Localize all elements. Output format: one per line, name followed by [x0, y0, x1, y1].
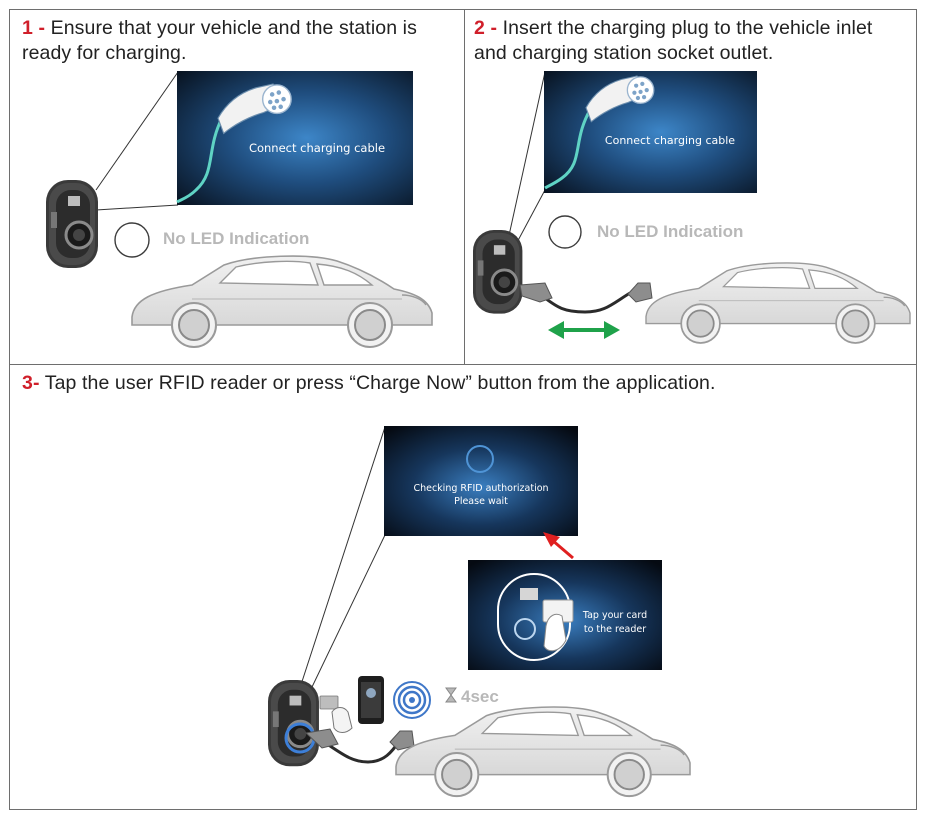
vehicle [395, 706, 691, 798]
led-indicator-icon [114, 222, 150, 258]
cable-icon [176, 117, 224, 204]
zoom-line [299, 534, 386, 713]
smartphone-icon [358, 676, 384, 724]
connect-screen-text: Connect charging cable [605, 134, 735, 147]
charging-station [266, 678, 321, 768]
step-2-text: Insert the charging plug to the vehicle … [474, 17, 873, 64]
charging-station [44, 178, 100, 270]
led-label: No LED Indication [163, 229, 309, 248]
tap-screen-line2: to the reader [584, 624, 646, 635]
step-2-illustration: Connect charging cable No LED Indication [471, 71, 911, 344]
checking-screen-title: Checking RFID authorization [413, 483, 548, 494]
hourglass-icon [445, 687, 457, 703]
connect-screen-text: Connect charging cable [249, 141, 385, 155]
plug-left [519, 282, 553, 303]
charging-station [471, 228, 524, 316]
insert-arrow-icon [548, 321, 620, 339]
zoom-line [95, 204, 179, 211]
plug-right [627, 282, 653, 303]
reader-socket-icon [514, 618, 536, 640]
red-arrow-icon [543, 532, 574, 560]
timer-label: 4sec [461, 687, 499, 706]
step-1-caption: 1 - Ensure that your vehicle and the sta… [22, 16, 457, 66]
led-indicator-icon [548, 215, 582, 249]
step-1-text: Ensure that your vehicle and the station… [22, 17, 417, 64]
zoom-line [295, 426, 386, 701]
step-3-panel [9, 364, 917, 810]
reader-display-icon [520, 588, 538, 600]
spinner-icon [466, 445, 494, 473]
step-2-number: 2 - [474, 17, 498, 39]
hand-small-icon [331, 707, 353, 733]
plug-left [304, 728, 339, 749]
charging-cable [537, 291, 631, 314]
checking-screen [384, 426, 578, 536]
vehicle [131, 255, 433, 348]
plug-right [389, 730, 415, 751]
step-3-illustration: Checking RFID authorization Please wait … [266, 426, 691, 798]
zoom-line [513, 189, 546, 249]
vehicle [645, 262, 911, 344]
step-3-text: Tap the user RFID reader or press “Charg… [44, 372, 716, 394]
zoom-line [507, 71, 546, 241]
charging-cable [317, 736, 402, 764]
step-1-number: 1 - [22, 17, 46, 39]
step-1-illustration: Connect charging cable No LED Indication [44, 71, 433, 348]
connect-screen [177, 71, 413, 205]
tap-screen-line1: Tap your card [582, 610, 647, 621]
wireless-signal-icon [393, 681, 431, 719]
step-2-caption: 2 - Insert the charging plug to the vehi… [474, 16, 906, 66]
cable-icon [544, 109, 592, 190]
step-3-number: 3- [22, 372, 40, 394]
checking-screen-subtitle: Please wait [454, 496, 508, 507]
hand-icon [543, 613, 567, 652]
rfid-card-small-icon [319, 695, 339, 710]
led-label: No LED Indication [597, 222, 743, 241]
step-3-caption: 3- Tap the user RFID reader or press “Ch… [22, 371, 902, 396]
zoom-line [95, 71, 179, 191]
